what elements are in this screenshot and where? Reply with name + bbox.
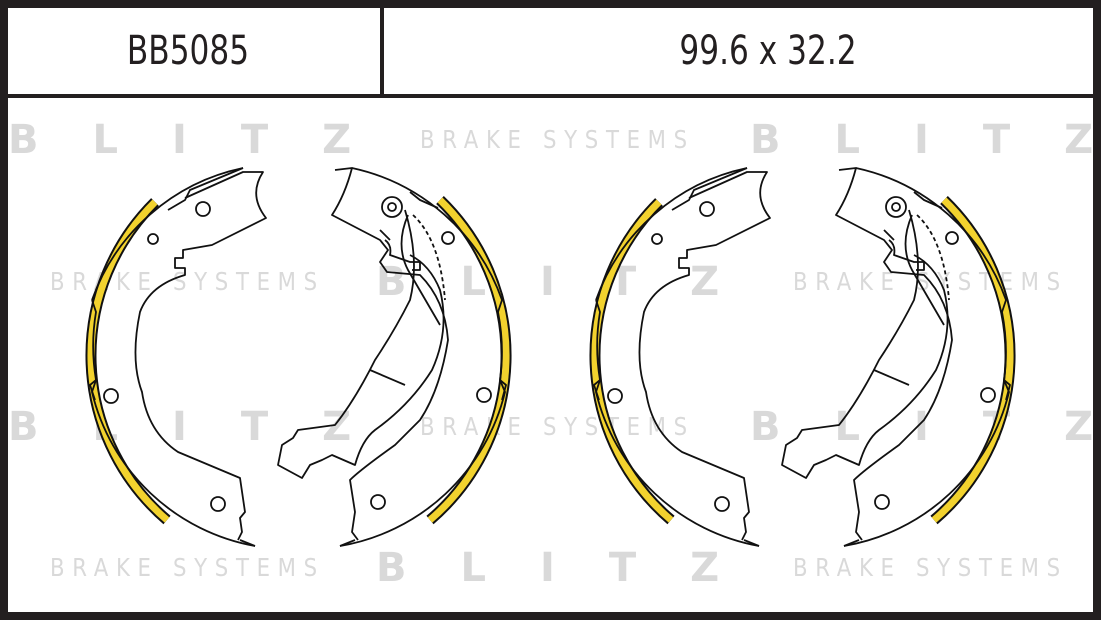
- watermark-brand: BLITZ: [376, 545, 774, 591]
- watermark-brand: BLITZ: [750, 117, 1093, 163]
- part-number: BB5085: [126, 28, 250, 74]
- watermark-tagline: BRAKE SYSTEMS: [50, 553, 325, 582]
- watermark-tagline: BRAKE SYSTEMS: [793, 553, 1068, 582]
- header: BB5085 99.6 x 32.2: [8, 8, 1093, 98]
- header-divider: [380, 8, 384, 94]
- watermark-brand: BLITZ: [8, 404, 406, 450]
- watermark-brand: BLITZ: [8, 117, 406, 163]
- watermark-brand: BLITZ: [376, 259, 774, 305]
- watermark-tagline: BRAKE SYSTEMS: [420, 125, 695, 154]
- watermark-brand: BLITZ: [750, 404, 1093, 450]
- dimensions: 99.6 x 32.2: [679, 28, 857, 74]
- watermark-tagline: BRAKE SYSTEMS: [793, 267, 1060, 296]
- watermark-tagline: BRAKE SYSTEMS: [420, 412, 695, 441]
- brake-shoe-pair-left: [90, 168, 506, 546]
- brake-shoe-pair-right: [594, 168, 1010, 546]
